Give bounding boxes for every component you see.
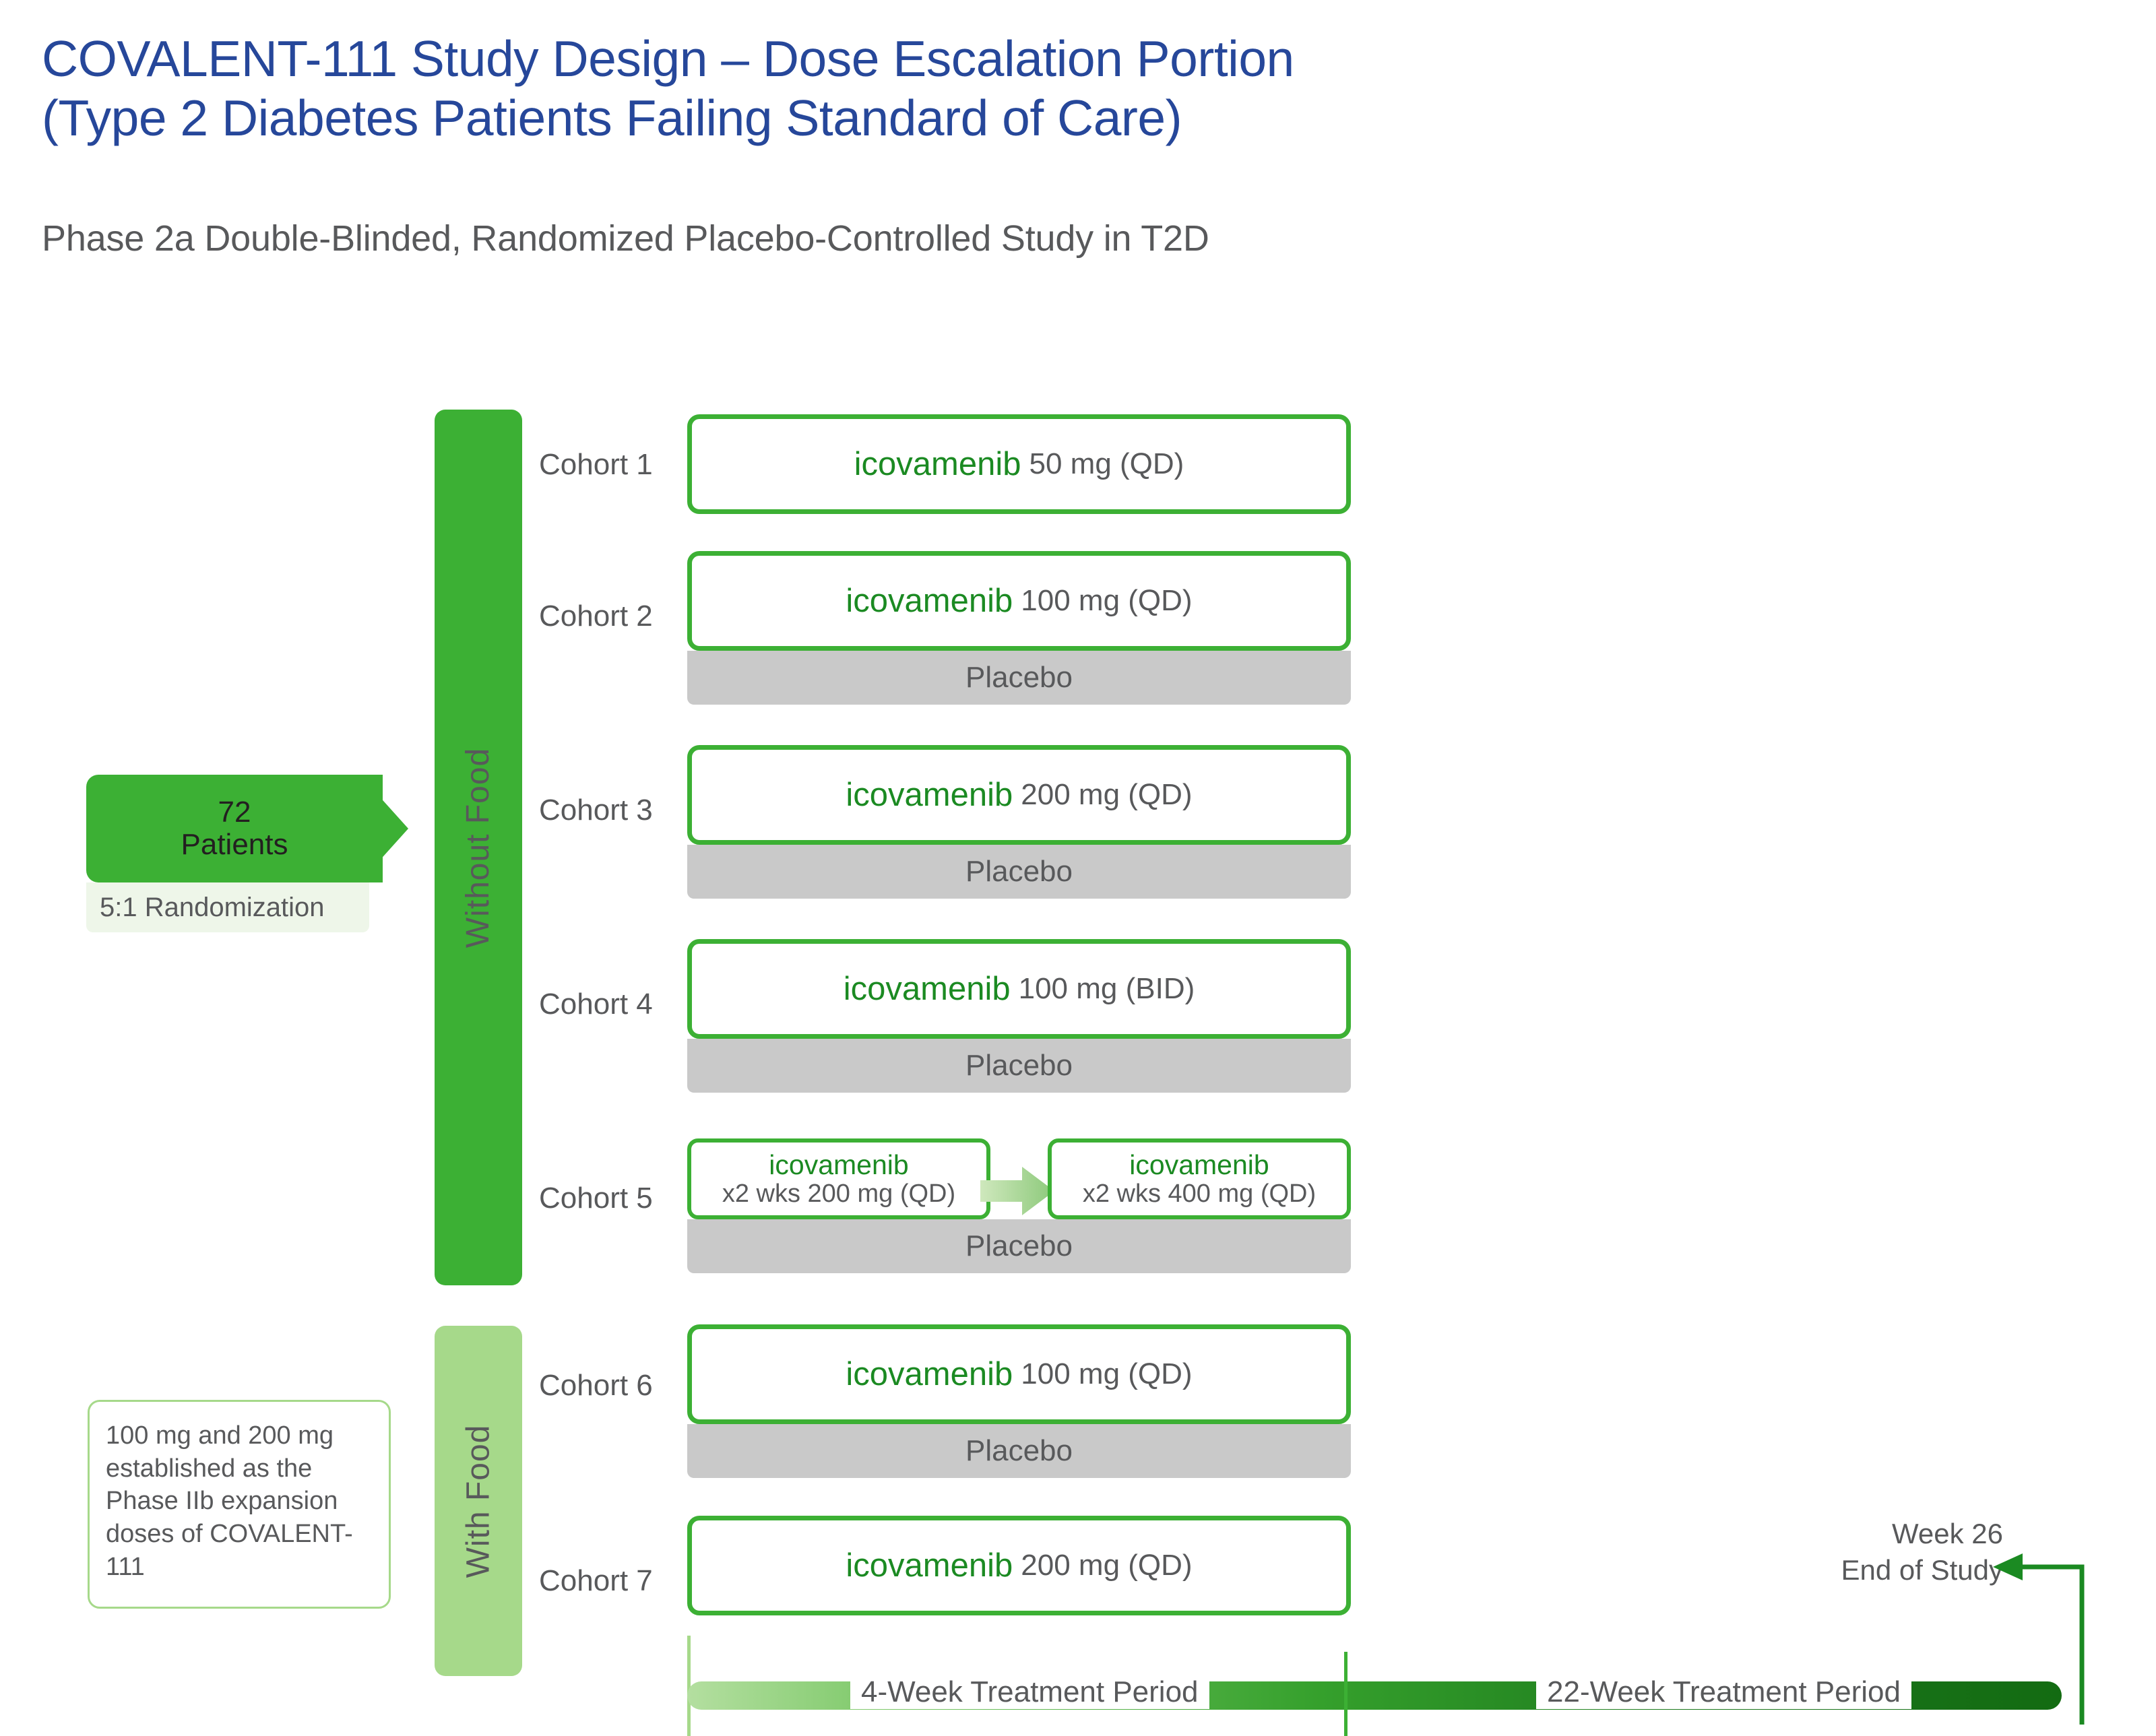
cohort-treatment-box-5-stage-2: icovamenib x2 wks 400 mg (QD) <box>1048 1138 1351 1219</box>
drug-dose-5b: x2 wks 400 mg (QD) <box>1082 1179 1317 1208</box>
page-subtitle: Phase 2a Double-Blinded, Randomized Plac… <box>42 218 1209 259</box>
cohort-label-4: Cohort 4 <box>539 988 653 1021</box>
drug-name-5a: icovamenib <box>769 1149 909 1180</box>
cohort-label-5: Cohort 5 <box>539 1182 653 1215</box>
drug-dose-4: 100 mg (BID) <box>1018 972 1195 1005</box>
cohort-treatment-box-5-stage-1: icovamenib x2 wks 200 mg (QD) <box>687 1138 990 1219</box>
expansion-dose-footnote: 100 mg and 200 mg established as the Pha… <box>88 1400 391 1609</box>
timeline-period-1-label: 4-Week Treatment Period <box>850 1675 1209 1709</box>
drug-dose-3: 200 mg (QD) <box>1021 778 1193 811</box>
drug-dose-7: 200 mg (QD) <box>1021 1549 1193 1582</box>
cohort-treatment-box-7: icovamenib 200 mg (QD) <box>687 1516 1351 1615</box>
placebo-bar-5: Placebo <box>687 1219 1351 1273</box>
drug-name-6: icovamenib <box>846 1356 1013 1392</box>
end-of-study-label: Week 26 End of Study <box>1841 1518 2004 1586</box>
drug-dose-6: 100 mg (QD) <box>1021 1357 1193 1390</box>
cohort-label-3: Cohort 3 <box>539 794 653 827</box>
cohort-label-1: Cohort 1 <box>539 448 653 481</box>
cohort-treatment-box-6: icovamenib 100 mg (QD) <box>687 1324 1351 1424</box>
drug-name-5b: icovamenib <box>1129 1149 1269 1180</box>
placebo-bar-6: Placebo <box>687 1424 1351 1478</box>
cohort-treatment-box-3: icovamenib 200 mg (QD) <box>687 745 1351 845</box>
randomization-ratio-box: 5:1 Randomization <box>86 882 369 932</box>
cohort-label-2: Cohort 2 <box>539 600 653 633</box>
page-title: COVALENT-111 Study Design – Dose Escalat… <box>42 30 1294 146</box>
patient-count-chevron: 72 Patients <box>86 775 408 882</box>
drug-name-4: icovamenib <box>843 971 1011 1007</box>
timeline-tick-week4 <box>1344 1652 1348 1736</box>
cohort-treatment-box-4: icovamenib 100 mg (BID) <box>687 939 1351 1039</box>
food-group-label-with: With Food <box>460 1424 497 1578</box>
food-group-without-food: Without Food <box>435 410 522 1285</box>
cohort-label-7: Cohort 7 <box>539 1564 653 1597</box>
drug-dose-2: 100 mg (QD) <box>1021 584 1193 617</box>
timeline-tick-start <box>687 1636 691 1736</box>
drug-name-2: icovamenib <box>846 583 1013 619</box>
placebo-bar-2: Placebo <box>687 651 1351 705</box>
cohort-treatment-box-1: icovamenib 50 mg (QD) <box>687 414 1351 514</box>
cohort-label-6: Cohort 6 <box>539 1369 653 1402</box>
dose-escalation-arrow-icon <box>980 1167 1054 1215</box>
drug-dose-1: 50 mg (QD) <box>1029 447 1184 480</box>
cohort-treatment-box-2: icovamenib 100 mg (QD) <box>687 551 1351 651</box>
food-group-with-food: With Food <box>435 1326 522 1676</box>
end-of-study-arrow-icon <box>1993 1553 2085 1725</box>
drug-name-3: icovamenib <box>846 777 1013 813</box>
timeline-period-2-label: 22-Week Treatment Period <box>1536 1675 1911 1709</box>
drug-name-1: icovamenib <box>854 446 1021 482</box>
randomization-label: 5:1 Randomization <box>100 892 325 922</box>
patient-count-label: 72 Patients <box>181 796 288 861</box>
placebo-bar-3: Placebo <box>687 845 1351 899</box>
food-group-label-without: Without Food <box>460 747 497 948</box>
drug-name-7: icovamenib <box>846 1547 1013 1584</box>
placebo-bar-4: Placebo <box>687 1039 1351 1093</box>
drug-dose-5a: x2 wks 200 mg (QD) <box>722 1179 956 1208</box>
